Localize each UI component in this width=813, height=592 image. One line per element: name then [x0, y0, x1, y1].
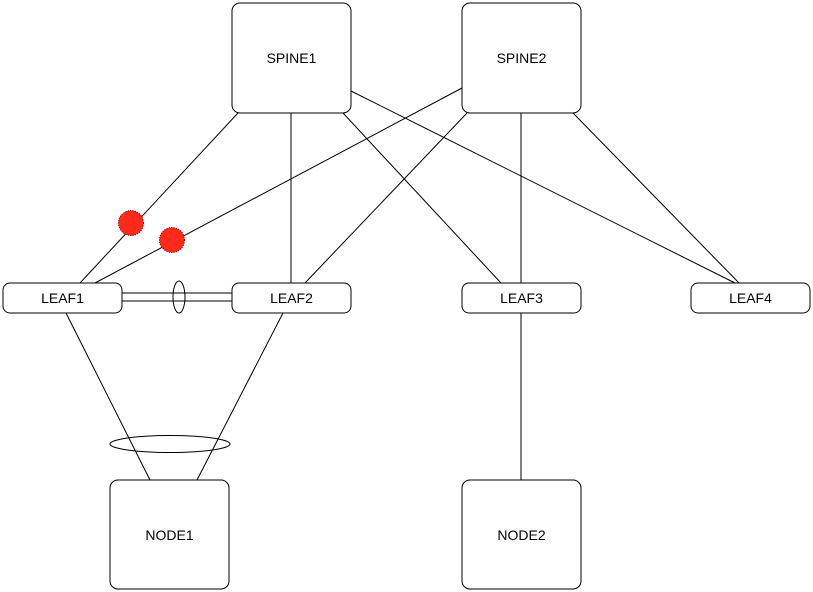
node-leaf2[interactable]: LEAF2 [231, 282, 352, 314]
link-spine2-leaf2 [304, 112, 468, 284]
links [65, 87, 740, 481]
node-spine2[interactable]: SPINE2 [461, 2, 582, 114]
node-leaf1-label: LEAF1 [41, 290, 84, 306]
link-leaf1-node1 [65, 312, 151, 481]
node-spine1[interactable]: SPINE1 [231, 2, 352, 114]
node-leaf2-label: LEAF2 [270, 290, 313, 306]
node-node2-label: NODE2 [497, 527, 545, 543]
link-spine1-leaf1 [79, 112, 239, 284]
fault-markers [118, 210, 185, 253]
node-node1[interactable]: NODE1 [109, 479, 230, 590]
node-spine2-label: SPINE2 [497, 50, 547, 66]
node-node2[interactable]: NODE2 [461, 479, 582, 590]
fault-marker-spine1-leaf1 [118, 210, 144, 236]
link-spine2-leaf4 [572, 112, 740, 284]
link-spine1-leaf3 [342, 112, 502, 284]
node-leaf4-label: LEAF4 [729, 290, 772, 306]
fault-marker-spine2-leaf1 [159, 227, 185, 253]
node-leaf3[interactable]: LEAF3 [461, 282, 582, 314]
link-spine1-leaf4 [350, 90, 736, 284]
node-node1-label: NODE1 [145, 527, 193, 543]
node-leaf1[interactable]: LEAF1 [2, 282, 123, 314]
node-spine1-label: SPINE1 [267, 50, 317, 66]
node-leaf3-label: LEAF3 [500, 290, 543, 306]
link-spine2-leaf1 [94, 87, 463, 284]
node-leaf4[interactable]: LEAF4 [690, 282, 811, 314]
node1-port-channel-ellipse [109, 435, 231, 453]
link-leaf2-node1 [196, 312, 284, 481]
peer-link-bundle-ellipse [172, 280, 186, 314]
link-groups [109, 280, 231, 453]
